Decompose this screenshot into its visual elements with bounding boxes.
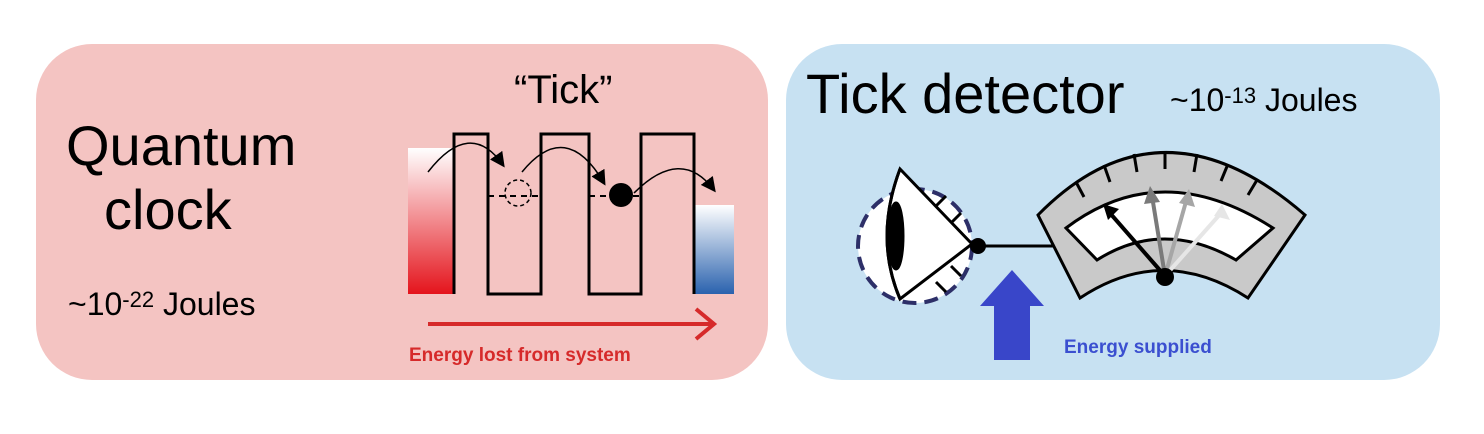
energy-supplied-caption: Energy supplied xyxy=(1064,337,1212,358)
quantum-clock-title-line2: clock xyxy=(104,178,232,241)
hop-arrow xyxy=(633,168,716,194)
energy-prefix: ~10 xyxy=(1170,82,1225,118)
cold-reservoir xyxy=(694,205,734,294)
quantum-clock-title-line1: Quantum xyxy=(66,114,297,177)
energy-unit: Joules xyxy=(162,286,256,322)
energy-lost-caption: Energy lost from system xyxy=(409,345,631,366)
hop-arrow xyxy=(427,142,505,173)
meter-gauge-icon xyxy=(1036,151,1307,301)
tick-detector-title: Tick detector xyxy=(806,62,1125,125)
tick-label: “Tick” xyxy=(514,68,613,112)
empty-state-circle xyxy=(504,179,532,207)
energy-exponent: -13 xyxy=(1224,83,1257,108)
eye-icon xyxy=(885,166,975,302)
energy-supplied-arrow xyxy=(980,270,1044,360)
particle-dot xyxy=(609,183,633,207)
tick-detector-energy: ~10-13 Joules xyxy=(1170,84,1357,116)
energy-exponent: -22 xyxy=(122,287,155,312)
energy-unit: Joules xyxy=(1264,82,1358,118)
energy-lost-arrowhead xyxy=(694,307,718,341)
hop-arrow xyxy=(521,146,606,186)
energy-prefix: ~10 xyxy=(68,286,123,322)
hot-reservoir xyxy=(408,148,454,294)
potential-barriers xyxy=(452,132,696,296)
quantum-clock-energy: ~10-22 Joules xyxy=(68,288,255,320)
